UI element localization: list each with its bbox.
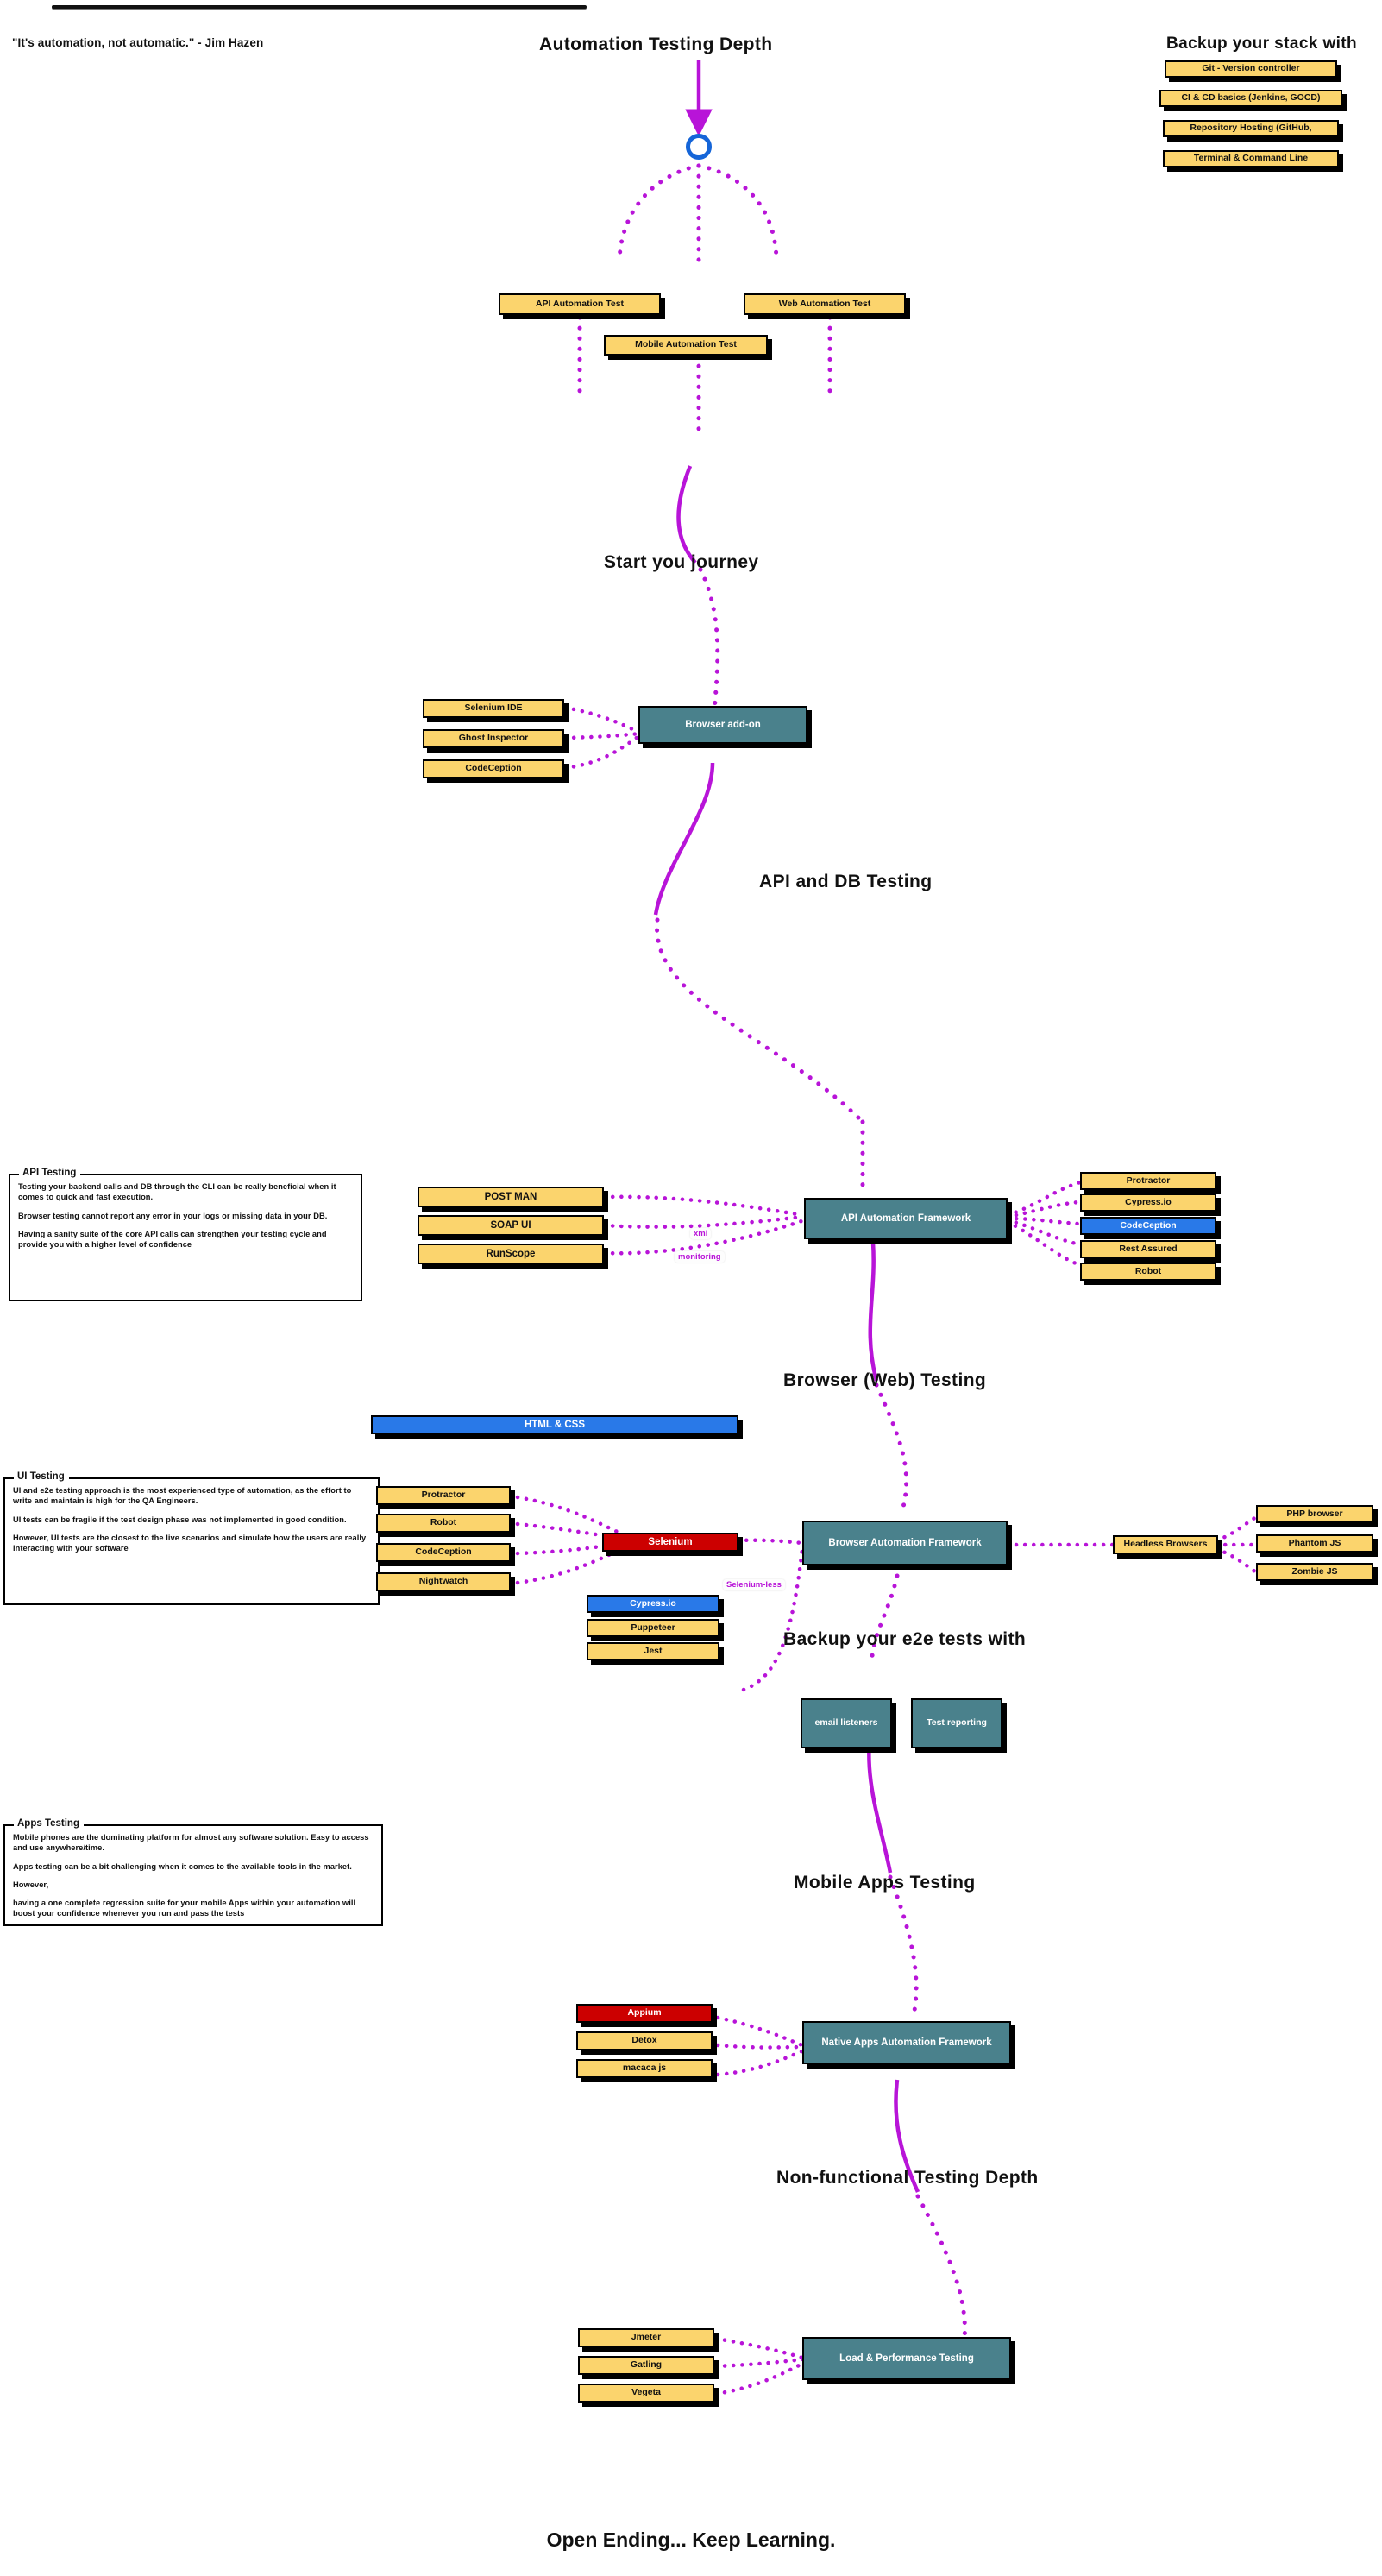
node-api-robot[interactable]: Robot <box>1080 1263 1216 1281</box>
infobox-apps-testing: Apps Testing Mobile phones are the domin… <box>3 1818 383 1926</box>
ui-testing-para-3: However, UI tests are the closest to the… <box>13 1533 367 1553</box>
footer-text: Open Ending... Keep Learning. <box>546 2529 836 2551</box>
stack-item-git[interactable]: Git - Version controller <box>1165 60 1337 78</box>
hub-browser-automation-framework[interactable]: Browser Automation Framework <box>802 1521 1008 1565</box>
node-cypress-io[interactable]: Cypress.io <box>587 1595 719 1613</box>
node-ui-nightwatch[interactable]: Nightwatch <box>376 1572 511 1591</box>
node-ui-protractor[interactable]: Protractor <box>376 1486 511 1505</box>
apps-testing-para-1: Mobile phones are the dominating platfor… <box>13 1833 369 1853</box>
node-api-automation-test[interactable]: API Automation Test <box>499 293 661 315</box>
stack-item-terminal[interactable]: Terminal & Command Line <box>1163 150 1339 167</box>
node-web-automation-test[interactable]: Web Automation Test <box>744 293 906 315</box>
node-jmeter[interactable]: Jmeter <box>578 2328 714 2347</box>
apps-testing-para-3: However, <box>13 1880 49 1889</box>
infobox-ui-testing-legend: UI Testing <box>14 1471 69 1482</box>
node-selenium-ide[interactable]: Selenium IDE <box>423 699 564 718</box>
node-macaca-js[interactable]: macaca js <box>576 2059 713 2078</box>
node-postman[interactable]: POST MAN <box>418 1187 604 1207</box>
infobox-api-testing: API Testing Testing your backend calls a… <box>9 1168 362 1301</box>
node-api-protractor[interactable]: Protractor <box>1080 1172 1216 1190</box>
edge-label-xml: xml <box>690 1228 712 1239</box>
node-gatling[interactable]: Gatling <box>578 2356 714 2375</box>
node-vegeta[interactable]: Vegeta <box>578 2384 714 2403</box>
ui-testing-para-2: UI tests can be fragile if the test desi… <box>13 1515 347 1524</box>
title-browser-web-testing: Browser (Web) Testing <box>783 1370 987 1390</box>
infobox-api-testing-legend: API Testing <box>19 1168 81 1178</box>
node-api-cypress[interactable]: Cypress.io <box>1080 1194 1216 1212</box>
hub-browser-add-on[interactable]: Browser add-on <box>638 706 807 744</box>
node-jest[interactable]: Jest <box>587 1642 719 1660</box>
node-ui-codeception[interactable]: CodeCeption <box>376 1543 511 1562</box>
node-api-rest-assured[interactable]: Rest Assured <box>1080 1240 1216 1258</box>
infobox-ui-testing: UI Testing UI and e2e testing approach i… <box>3 1471 380 1605</box>
header-divider-rule <box>52 5 587 9</box>
quote-text: "It's automation, not automatic." - Jim … <box>12 36 264 49</box>
hub-native-apps-automation-framework[interactable]: Native Apps Automation Framework <box>802 2021 1011 2064</box>
edge-label-monitoring: monitoring <box>675 1251 725 1263</box>
hub-api-automation-framework[interactable]: API Automation Framework <box>804 1198 1008 1239</box>
title-mobile-apps-testing: Mobile Apps Testing <box>794 1873 976 1893</box>
title-backup-e2e: Backup your e2e tests with <box>783 1629 1027 1649</box>
node-appium[interactable]: Appium <box>576 2004 713 2023</box>
node-html-css[interactable]: HTML & CSS <box>371 1415 738 1434</box>
infobox-apps-testing-legend: Apps Testing <box>14 1818 84 1829</box>
edge-label-selenium-less: Selenium-less <box>723 1579 785 1590</box>
ui-testing-para-1: UI and e2e testing approach is the most … <box>13 1486 352 1506</box>
api-testing-para-2: Browser testing cannot report any error … <box>18 1211 328 1220</box>
node-ui-robot[interactable]: Robot <box>376 1514 511 1533</box>
title-automation-testing-depth: Automation Testing Depth <box>539 35 773 54</box>
root-circle-node <box>686 134 712 160</box>
node-mobile-automation-test[interactable]: Mobile Automation Test <box>604 335 768 356</box>
node-headless-browsers[interactable]: Headless Browsers <box>1113 1535 1218 1554</box>
node-soap-ui[interactable]: SOAP UI <box>418 1215 604 1236</box>
api-testing-para-3: Having a sanity suite of the core API ca… <box>18 1229 327 1250</box>
stack-item-repository-hosting[interactable]: Repository Hosting (GitHub, <box>1163 120 1339 137</box>
node-runscope[interactable]: RunScope <box>418 1244 604 1264</box>
api-testing-para-1: Testing your backend calls and DB throug… <box>18 1182 336 1202</box>
title-start-journey: Start you journey <box>604 552 759 572</box>
title-api-db-testing: API and DB Testing <box>759 872 933 891</box>
title-non-functional-testing: Non-functional Testing Depth <box>776 2168 1039 2188</box>
node-test-reporting[interactable]: Test reporting <box>911 1698 1002 1748</box>
node-puppeteer[interactable]: Puppeteer <box>587 1619 719 1637</box>
node-detox[interactable]: Detox <box>576 2031 713 2050</box>
hub-load-performance-testing[interactable]: Load & Performance Testing <box>802 2337 1011 2380</box>
apps-testing-para-4: having a one complete regression suite f… <box>13 1899 356 1918</box>
node-ghost-inspector[interactable]: Ghost Inspector <box>423 729 564 748</box>
node-zombie-js[interactable]: Zombie JS <box>1256 1563 1373 1581</box>
node-api-codeception[interactable]: CodeCeption <box>1080 1217 1216 1235</box>
node-php-browser[interactable]: PHP browser <box>1256 1505 1373 1523</box>
node-codeception-addon[interactable]: CodeCeption <box>423 759 564 778</box>
backup-stack-heading: Backup your stack with <box>1166 35 1358 53</box>
apps-testing-para-2: Apps testing can be a bit challenging wh… <box>13 1861 352 1871</box>
stack-item-ci-cd[interactable]: CI & CD basics (Jenkins, GOCD) <box>1159 90 1342 107</box>
node-email-listeners[interactable]: email listeners <box>801 1698 892 1748</box>
node-selenium[interactable]: Selenium <box>602 1533 738 1552</box>
node-phantom-js[interactable]: Phantom JS <box>1256 1534 1373 1553</box>
